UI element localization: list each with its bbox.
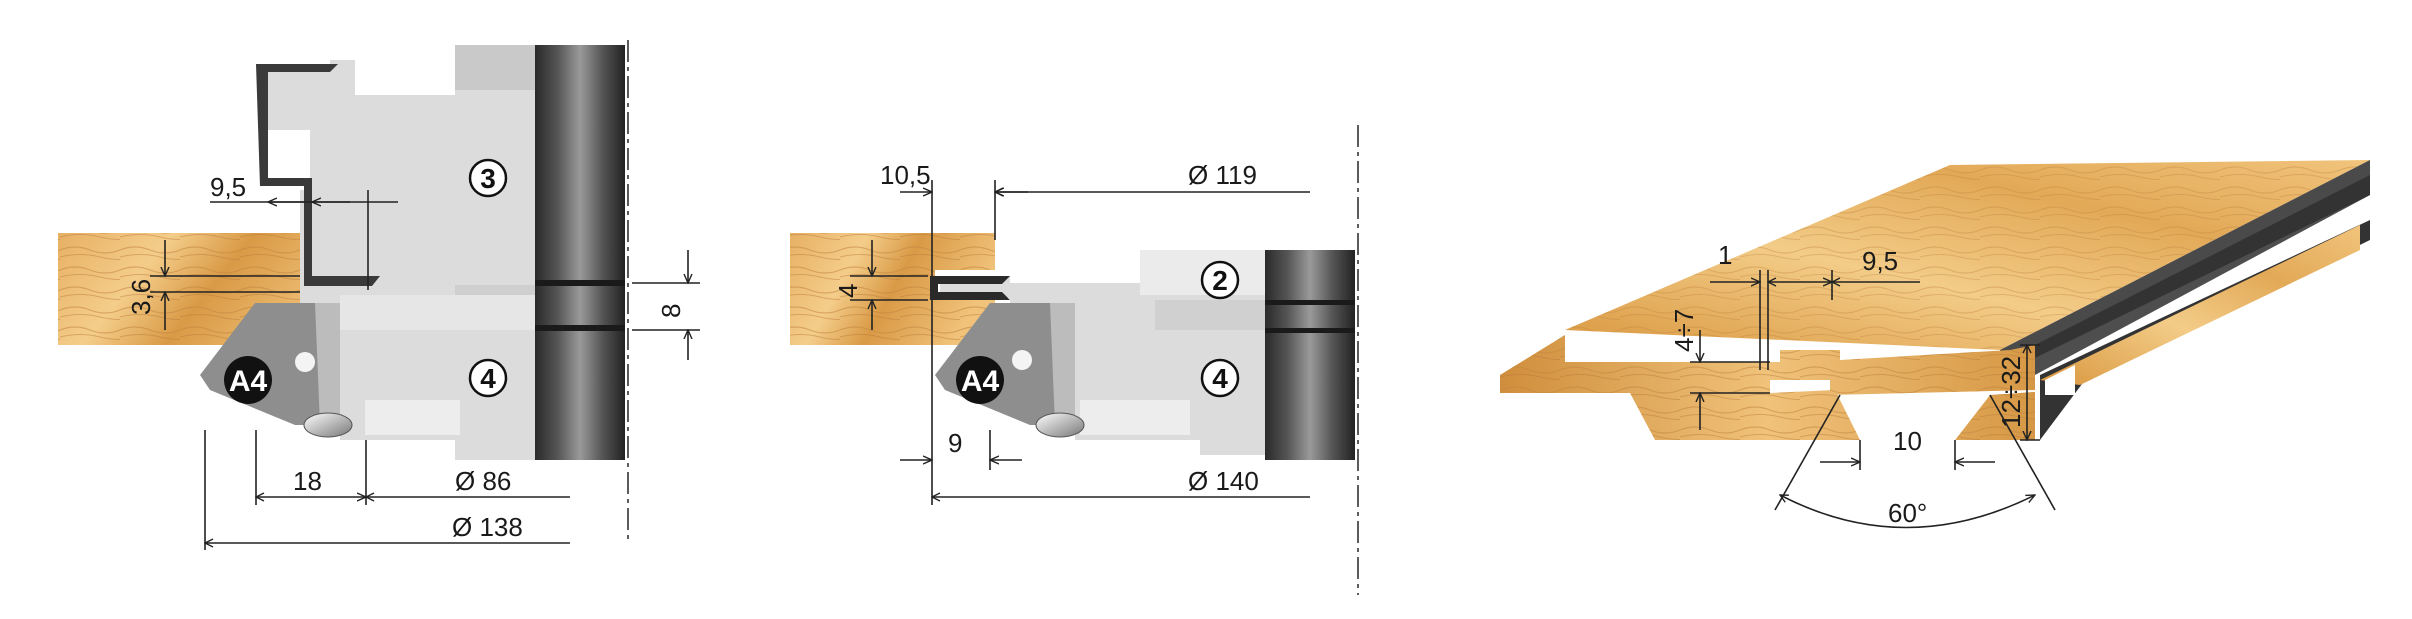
middle-knife-bottom-badge: 4 (1212, 363, 1228, 394)
left-knife-bottom-badge: 4 (480, 363, 496, 394)
left-outer-diameter: Ø 138 (452, 512, 523, 542)
middle-view: A4 2 4 10,5 Ø 119 4 9 Ø 140 (790, 125, 1359, 595)
middle-top-diameter: Ø 119 (1188, 160, 1257, 190)
left-tool-body (262, 45, 535, 460)
left-insert-label: A4 (229, 365, 268, 398)
right-groove-width: 9,5 (1862, 246, 1898, 276)
left-offset: 18 (293, 466, 322, 496)
middle-wood-board (790, 233, 995, 345)
right-groove-gap: 1 (1718, 240, 1732, 270)
middle-knife-profile (930, 276, 1010, 300)
right-groove-depth: 4÷7 (1669, 309, 1699, 352)
left-knife-top-badge: 3 (480, 163, 496, 194)
middle-knife-top-badge: 2 (1212, 265, 1228, 296)
right-lower-board (2040, 220, 2370, 440)
middle-bottom-diameter: Ø 140 (1188, 466, 1259, 496)
screw-icon (1035, 412, 1085, 438)
left-depth: 3,6 (126, 279, 156, 315)
right-angle: 60° (1888, 498, 1927, 528)
left-bore: Ø 86 (455, 466, 511, 496)
screw-icon (303, 412, 353, 438)
right-view: 1 9,5 4÷7 12÷32 10 60° (1500, 160, 2370, 529)
middle-offset: 9 (948, 428, 962, 458)
right-bottom-width: 10 (1893, 426, 1922, 456)
middle-cutter-stack (1265, 250, 1355, 460)
left-height: 8 (656, 304, 686, 318)
left-view: A4 3 4 9,5 3,6 8 18 Ø 86 Ø 1 (58, 40, 700, 550)
right-thickness: 12÷32 (1996, 356, 2026, 428)
right-board-profile (1500, 175, 2370, 440)
middle-insert-label: A4 (961, 365, 1000, 398)
left-insert-a4: A4 (200, 303, 353, 438)
middle-slot-height: 4 (833, 284, 863, 298)
middle-slot-width: 10,5 (880, 160, 931, 190)
left-step-width: 9,5 (210, 172, 246, 202)
left-cutter-stack (535, 45, 625, 460)
middle-insert-a4: A4 (935, 303, 1085, 438)
